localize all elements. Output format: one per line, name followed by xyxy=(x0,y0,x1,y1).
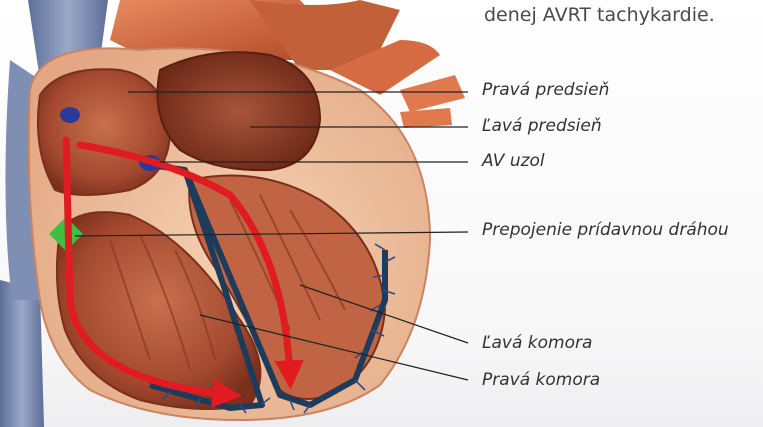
right-atrium-chamber xyxy=(38,69,170,195)
inferior-vena-cava xyxy=(0,280,44,427)
label-left-atrium: Ľavá predsieň xyxy=(482,116,602,136)
pulmonary-vein-lower xyxy=(400,108,452,128)
label-right-ventricle: Pravá komora xyxy=(482,370,600,390)
label-av-node: AV uzol xyxy=(482,151,545,171)
pulmonary-veins xyxy=(400,75,465,112)
label-left-ventricle: Ľavá komora xyxy=(482,333,592,353)
sa-node xyxy=(60,107,80,123)
caption-text: denej AVRT tachykardie. xyxy=(484,4,715,26)
label-accessory-pathway: Prepojenie prídavnou dráhou xyxy=(482,220,729,240)
label-right-atrium: Pravá predsieň xyxy=(482,80,609,100)
